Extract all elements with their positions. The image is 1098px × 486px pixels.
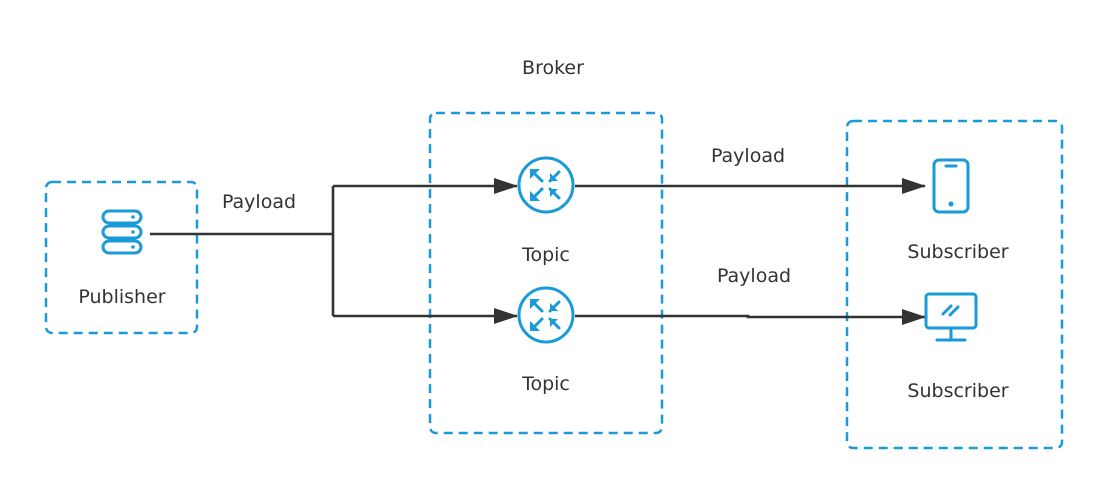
broker-group-box — [428, 111, 664, 435]
payload-label-topic-2: Payload — [717, 265, 791, 287]
topic-label: Topic — [521, 373, 570, 395]
arrow-topic-2-to-subscriber — [575, 309, 926, 325]
router-icon — [517, 286, 575, 344]
subscriber-group-box — [845, 119, 1064, 450]
subscriber-label: Subscriber — [907, 380, 1008, 402]
payload-label-publisher: Payload — [222, 191, 296, 213]
publisher-label: Publisher — [78, 286, 165, 308]
subscriber-label: Subscriber — [907, 241, 1008, 263]
server-stack-icon — [101, 209, 143, 255]
payload-label-topic-1: Payload — [711, 145, 785, 167]
router-icon — [517, 156, 575, 214]
smartphone-icon — [932, 158, 970, 214]
monitor-icon — [924, 292, 978, 342]
connector-publisher-to-topics — [150, 186, 335, 316]
topic-label: Topic — [521, 244, 570, 266]
publisher-group-box — [44, 180, 199, 335]
broker-label: Broker — [522, 57, 584, 79]
